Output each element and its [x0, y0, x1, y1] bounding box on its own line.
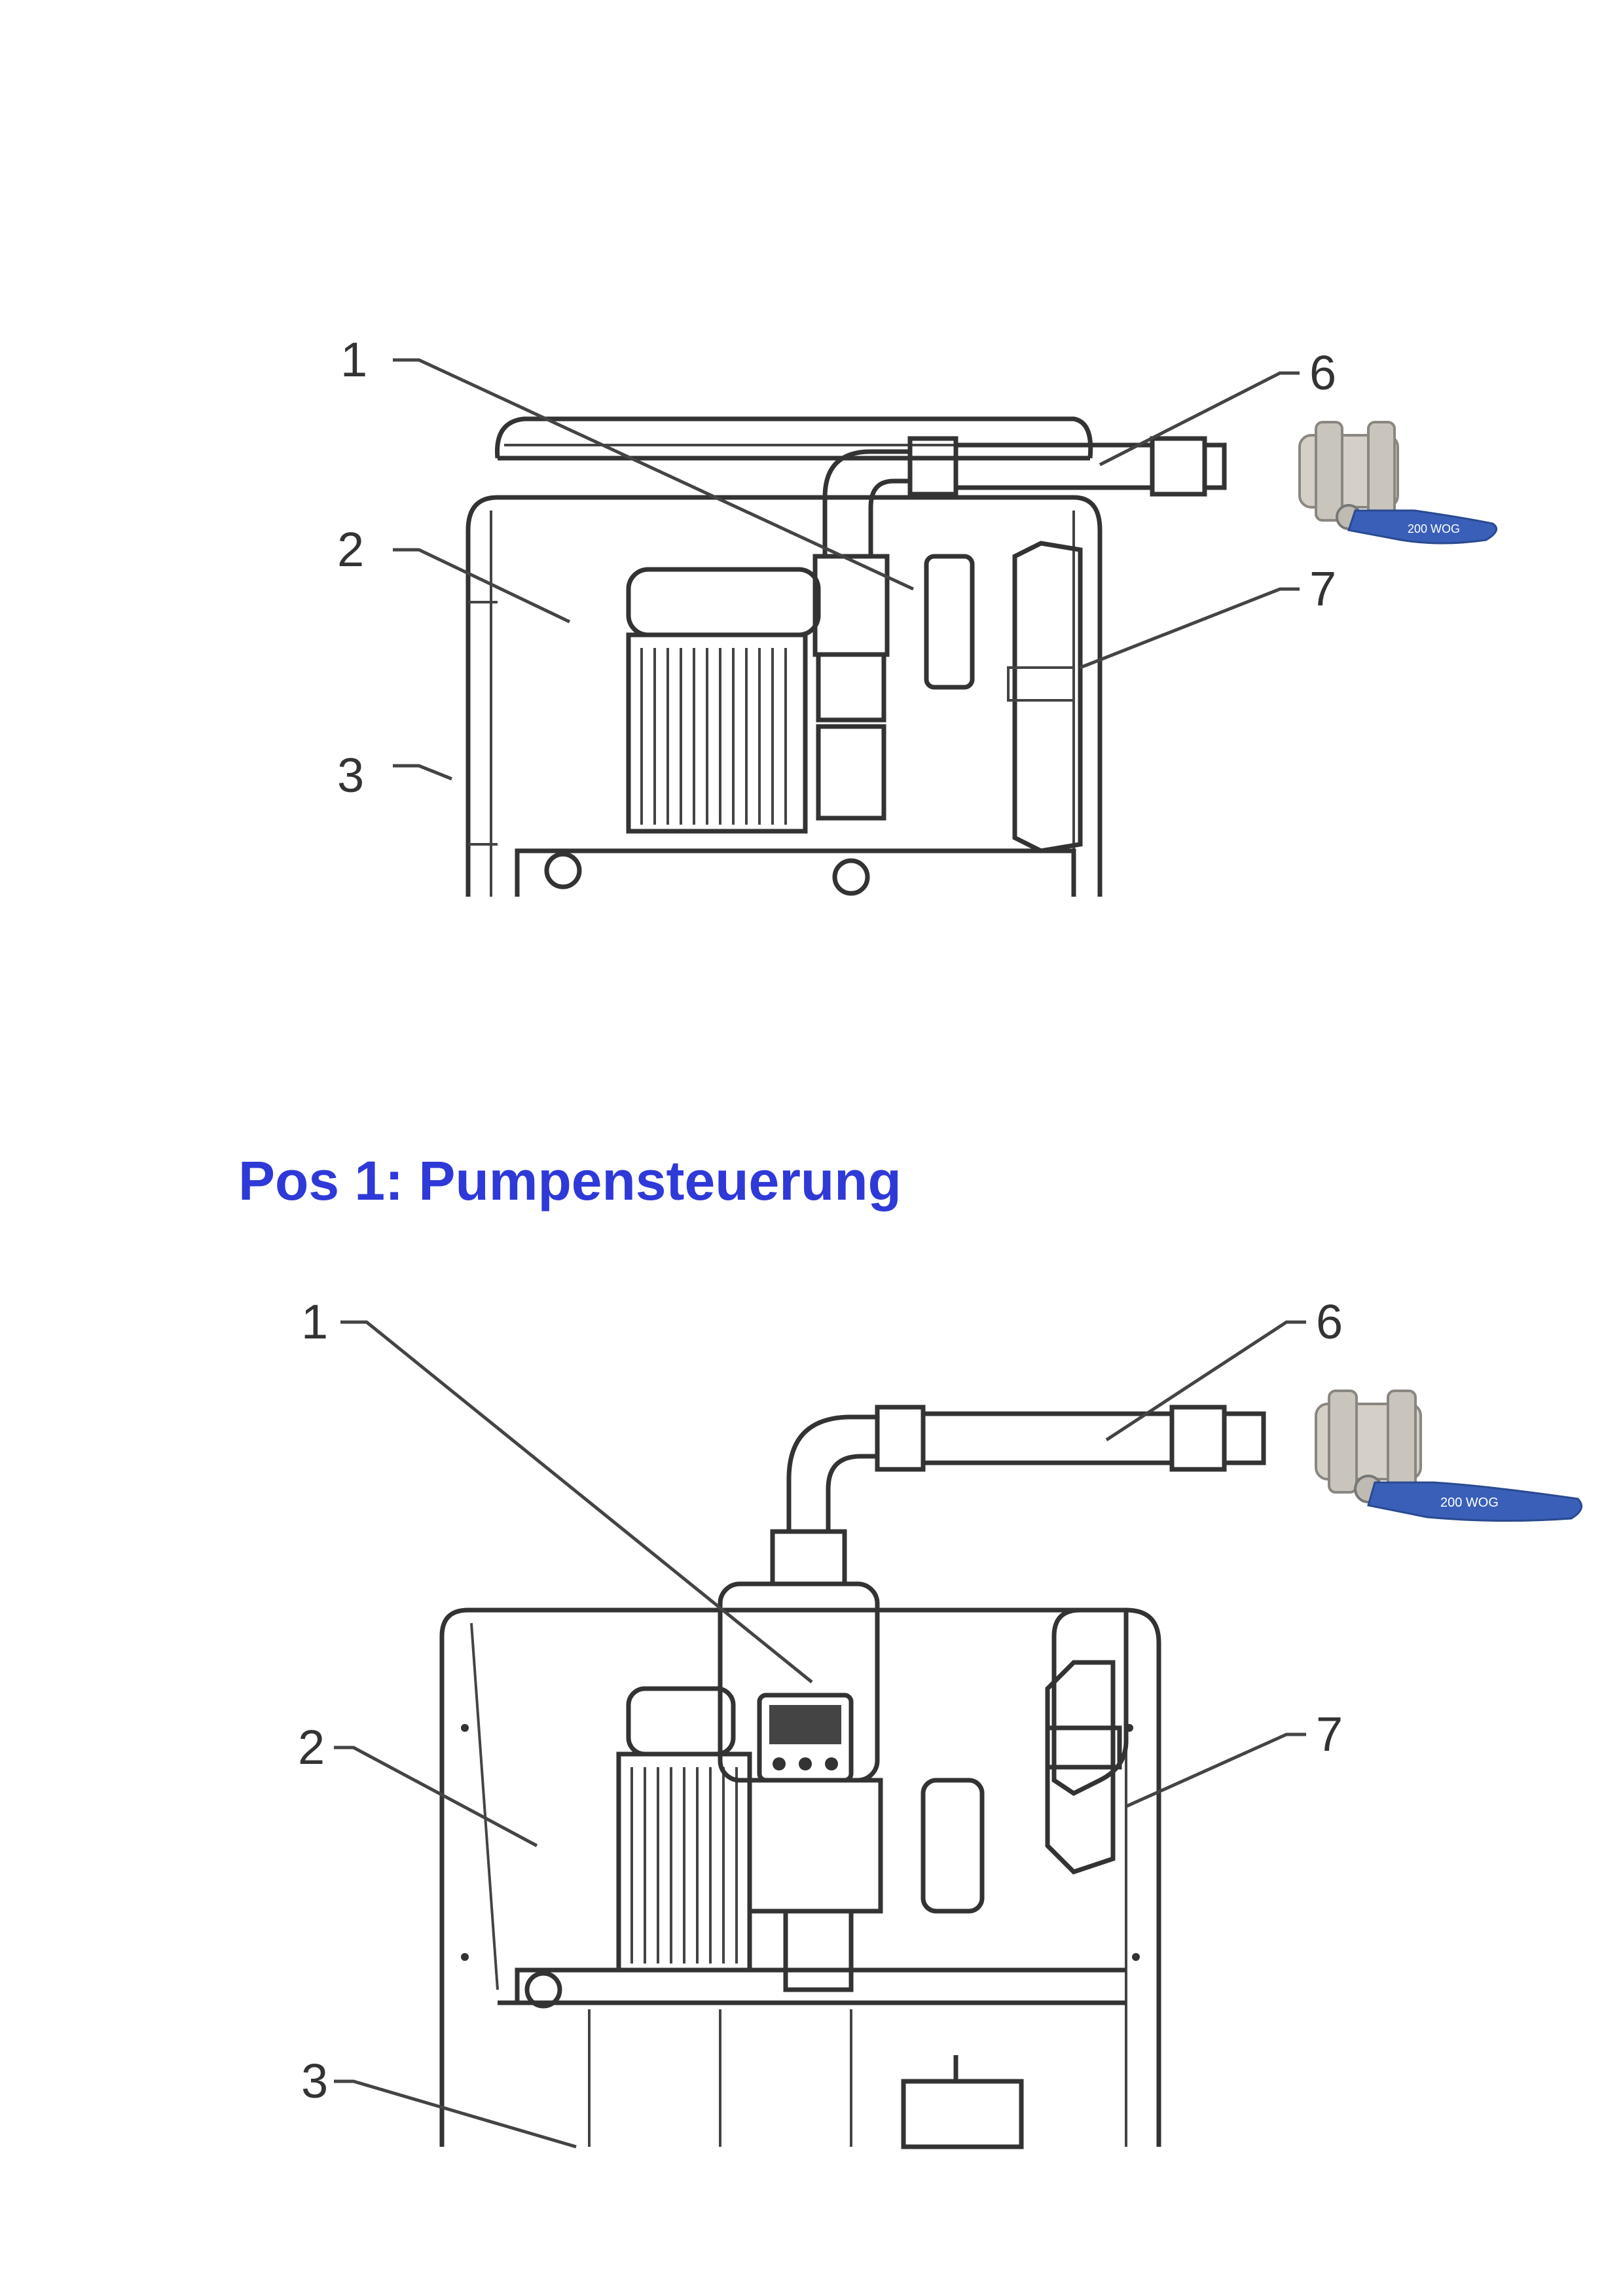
callout-3: 3	[301, 2054, 328, 2108]
pressure-switch	[924, 554, 975, 690]
pump-body	[816, 652, 886, 723]
ball-valve-icon: 200 WOG	[1315, 1390, 1583, 1522]
ball-valve-icon: 200 WOG	[1298, 421, 1498, 545]
svg-text:200 WOG: 200 WOG	[1440, 1496, 1499, 1510]
tank-cap	[901, 2079, 1024, 2149]
leader-1	[340, 1320, 813, 1683]
pump-unit-drawing-top: 1 2 3 6 7 200 WOG	[337, 332, 1498, 897]
pressure-switch	[921, 1778, 985, 1914]
callout-7: 7	[1316, 1707, 1343, 1761]
callout-2: 2	[298, 1720, 325, 1774]
pipe-fitting-right	[1169, 1405, 1227, 1472]
motor-body	[626, 632, 808, 834]
pump-unit-drawing-bottom: 1 2 3 6 7 200 WOG	[298, 1295, 1583, 2149]
side-bracket	[1051, 1607, 1129, 1797]
pump-controller	[718, 1581, 880, 1783]
motor-fins	[640, 648, 787, 825]
section-heading: Pos 1: Pumpensteuerung	[238, 1150, 902, 1212]
leader-6	[1099, 371, 1300, 467]
callout-7: 7	[1309, 562, 1336, 616]
svg-text:200 WOG: 200 WOG	[1408, 522, 1460, 535]
callout-6: 6	[1316, 1295, 1343, 1349]
motor-top-cap	[626, 1686, 736, 1757]
callout-6: 6	[1309, 346, 1336, 400]
motor-top-cap	[626, 567, 821, 637]
pipe-thread	[1202, 442, 1227, 490]
controller-connector	[770, 1529, 847, 1587]
leader-2	[393, 548, 571, 624]
callout-1: 1	[340, 332, 367, 387]
side-bracket	[1012, 541, 1083, 853]
callout-1: 1	[301, 1295, 328, 1349]
leader-7	[1125, 1732, 1306, 1808]
pipe-fitting-left	[907, 436, 958, 497]
pump-unit-diagram-top: 1 2 3 6 7 200 WOG	[0, 281, 1623, 916]
leader-3	[393, 764, 452, 781]
callout-3: 3	[337, 748, 364, 802]
leader-2	[334, 1746, 538, 1848]
motor-fins	[630, 1767, 738, 1964]
leader-3	[334, 2079, 577, 2149]
pipe-fitting-left	[875, 1405, 926, 1472]
pump-base	[783, 1909, 854, 1992]
pump-body	[747, 1778, 883, 1914]
leader-7	[1080, 587, 1300, 670]
pump-base	[816, 724, 886, 821]
pump-unit-diagram-bottom: 1 2 3 6 7 200 WOG	[0, 1270, 1623, 2173]
leader-1	[393, 358, 915, 591]
pipe-fitting-right	[1150, 436, 1207, 497]
callout-2: 2	[337, 522, 364, 577]
leader-6	[1105, 1320, 1306, 1442]
pipe-thread	[1222, 1411, 1266, 1465]
